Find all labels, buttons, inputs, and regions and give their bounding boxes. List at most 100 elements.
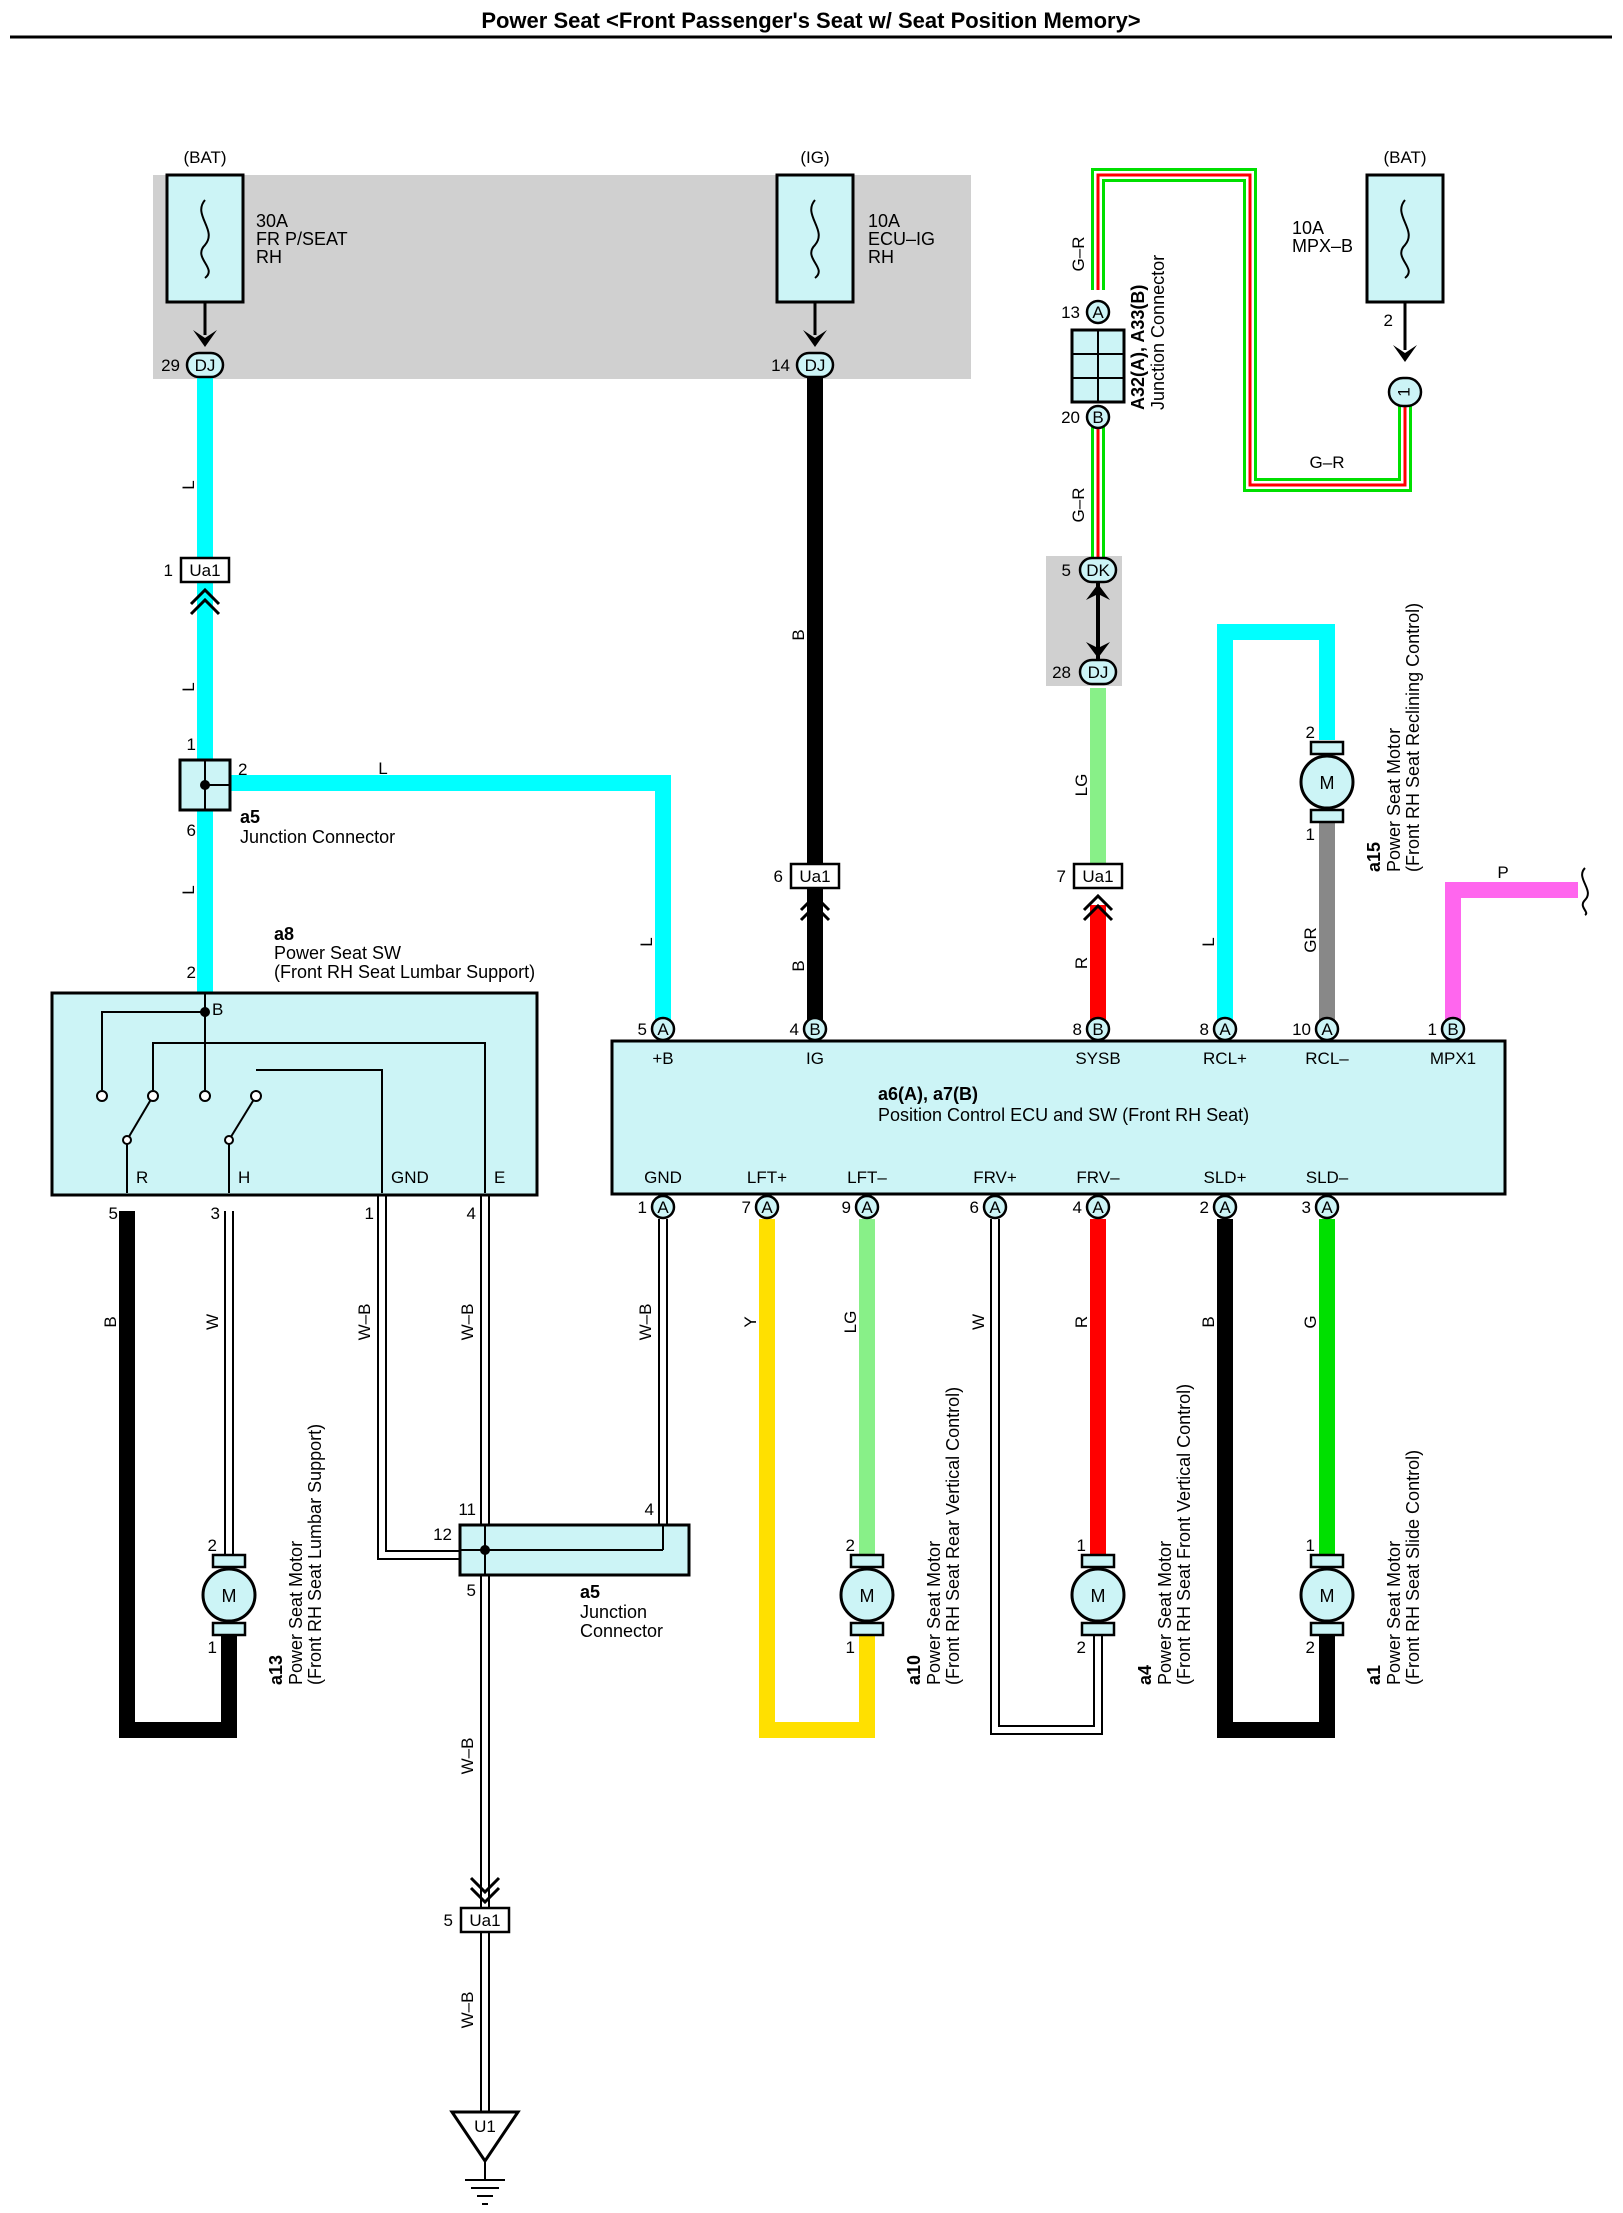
- pin-number: 6: [970, 1198, 979, 1217]
- motor-icon: [1299, 754, 1355, 810]
- pin-number: 13: [1061, 303, 1080, 322]
- connector-code: DK: [1086, 561, 1110, 580]
- switch-box: [50, 991, 539, 1197]
- fuse-name: MPX–B: [1292, 236, 1353, 256]
- pin-number: 2: [1077, 1638, 1086, 1657]
- connector-ua1-top: Ua1 1: [164, 556, 231, 616]
- terminal-label: MPX1: [1430, 1049, 1476, 1068]
- pin-number: 20: [1061, 408, 1080, 427]
- pin-number: 2: [1384, 311, 1393, 330]
- chevron-up-icon: [799, 893, 831, 912]
- pin-number: 29: [161, 356, 180, 375]
- wire-y-lft: [759, 1219, 875, 1738]
- component-id: a4: [1135, 1665, 1155, 1685]
- terminal-label: RCL–: [1305, 1049, 1349, 1068]
- arrow-down-icon: [1086, 642, 1110, 658]
- terminal-label: GND: [644, 1168, 682, 1187]
- component-desc-2: Connector: [580, 1621, 663, 1641]
- wire-label: G–R: [1310, 453, 1345, 472]
- ground-triangle-icon: [449, 2110, 521, 2164]
- component-desc-2: (Front RH Seat Reclining Control): [1403, 603, 1423, 872]
- wire-label: W–B: [355, 1304, 374, 1341]
- component-desc-2: (Front RH Seat Lumbar Support): [305, 1424, 325, 1685]
- component-id: a13: [266, 1655, 286, 1685]
- component-desc: Junction: [580, 1602, 647, 1622]
- wire-w-frv: [990, 1219, 1103, 1735]
- component-desc: Power Seat SW: [274, 943, 401, 963]
- pin-number: 10: [1292, 1020, 1311, 1039]
- connector-letter: A: [657, 1198, 669, 1217]
- wire-label: B: [1199, 1316, 1218, 1327]
- wire-label: W–B: [636, 1304, 655, 1341]
- pin-number: 28: [1052, 663, 1071, 682]
- fuse-source-label: (BAT): [183, 148, 226, 167]
- pin-number: 1: [187, 735, 196, 754]
- ecu-bottom-pins: A1GNDA7LFT+A9LFT–A6FRV+A4FRV–A2SLD+A3SLD…: [638, 1168, 1349, 1220]
- component-desc: Power Seat Motor: [1384, 728, 1404, 872]
- arrow-down-icon: [803, 330, 827, 347]
- terminal-label: H: [238, 1168, 250, 1187]
- wire-label: L: [179, 885, 198, 894]
- pin-number: 1: [1306, 1536, 1315, 1555]
- chevron-up-icon: [189, 587, 221, 606]
- wire-label: W–B: [458, 1992, 477, 2029]
- motor-icon: [1299, 1567, 1355, 1623]
- wire-label: L: [378, 759, 387, 778]
- connector-letter: B: [1092, 1020, 1103, 1039]
- terminal-label: E: [494, 1168, 505, 1187]
- motor-symbol: M: [860, 1586, 875, 1606]
- ecu-box: [610, 1039, 1507, 1196]
- connector: [1387, 376, 1423, 408]
- terminal-label: SYSB: [1075, 1049, 1120, 1068]
- terminal-label: RCL+: [1203, 1049, 1247, 1068]
- pin-number: 1: [846, 1638, 855, 1657]
- pin-number: 9: [842, 1198, 851, 1217]
- wires: [119, 168, 1578, 2112]
- pin-number: 1: [365, 1204, 374, 1223]
- connector-letter: A: [989, 1198, 1001, 1217]
- component-id: a5: [240, 807, 260, 827]
- fuse-fr-pseat: (BAT) 30A FR P/SEAT RH DJ 29: [161, 148, 348, 379]
- wire-g-r: [1091, 168, 1412, 560]
- wire-label: GR: [1301, 927, 1320, 953]
- ground-id: U1: [474, 2117, 496, 2136]
- terminal-label: R: [136, 1168, 148, 1187]
- terminal-label: GND: [391, 1168, 429, 1187]
- pin-number: 5: [1062, 561, 1071, 580]
- connector-code: DJ: [805, 356, 826, 375]
- position-control-ecu: a6(A), a7(B) Position Control ECU and SW…: [610, 1016, 1507, 1220]
- pin-number: 4: [645, 1500, 654, 1519]
- connector-ua1-ground: Ua1 5: [444, 1876, 511, 1934]
- fuse-icon: [1400, 199, 1410, 279]
- motor-icon: [201, 1567, 257, 1623]
- wire-l-rcl: [1217, 624, 1335, 1021]
- terminal-label: SLD–: [1306, 1168, 1349, 1187]
- connector-letter: A: [1321, 1198, 1333, 1217]
- wire-b-lumbar: [119, 1211, 237, 1738]
- pin-number: 1: [164, 561, 173, 580]
- motors: M 2 1 a13 Power Seat Motor (Front RH Seat Lum…: [201, 603, 1423, 1685]
- component-desc-2: (Front RH Seat Slide Control): [1403, 1450, 1423, 1685]
- junction-connector-a5-top: 1 2 6 a5 Junction Connector: [178, 735, 395, 847]
- fuse-amp: 10A: [1292, 218, 1324, 238]
- wire-b-slide: [1217, 1219, 1335, 1738]
- connector-letter: A: [861, 1198, 873, 1217]
- fuse-mpx-b: (BAT) 10A MPX–B 2 1: [1292, 148, 1445, 408]
- wire-label: G–R: [1069, 237, 1088, 272]
- fuse-icon: [200, 199, 210, 279]
- wire-label: B: [789, 629, 808, 640]
- fuse-name-2: RH: [256, 247, 282, 267]
- connector-dj: [185, 351, 225, 379]
- junction-connector-a32-a33: A 13 B 20 A32(A), A33(B) Junction Connec…: [1061, 255, 1168, 430]
- motor-symbol: M: [1320, 773, 1335, 793]
- wire-label: L: [179, 682, 198, 691]
- power-seat-switch-a8: a8 Power Seat SW (Front RH Seat Lumbar S…: [50, 924, 539, 1223]
- pin-number: 5: [109, 1204, 118, 1223]
- pin-number: 2: [1200, 1198, 1209, 1217]
